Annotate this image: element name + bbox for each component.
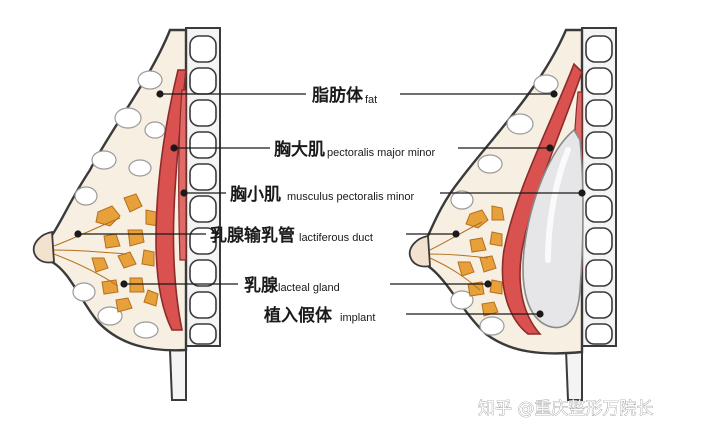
- right-implant: [522, 128, 584, 329]
- right-chest-wall: [564, 27, 617, 401]
- left-nipple: [32, 230, 55, 264]
- left-pectoralis-major: [155, 69, 187, 331]
- label-lacteal-gland: 乳腺lacteal gland: [244, 275, 340, 296]
- watermark: 知乎 @重庆整形万院长: [478, 399, 653, 419]
- right-breast: [408, 27, 617, 401]
- left-pectoralis-minor: [178, 89, 187, 261]
- right-nipple: [408, 234, 431, 268]
- leader-lines: [74, 90, 586, 318]
- left-breast: [32, 27, 221, 401]
